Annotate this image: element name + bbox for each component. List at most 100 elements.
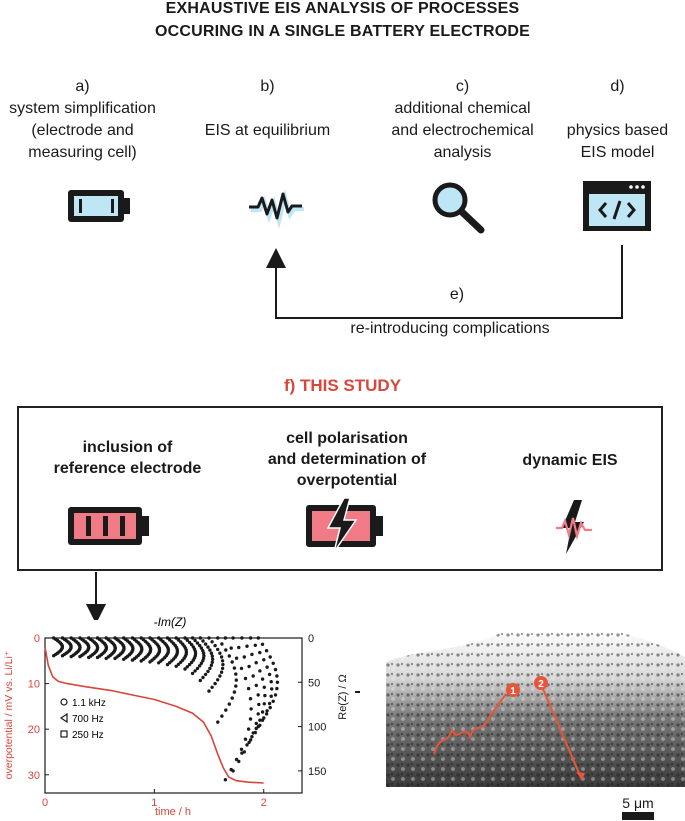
step-b-line-1: EIS at equilibrium <box>204 122 331 139</box>
sem-path-2 <box>539 681 583 781</box>
code-window-icon <box>583 181 651 231</box>
impedance-point <box>247 664 251 669</box>
impedance-point <box>246 727 251 731</box>
impedance-point <box>198 664 202 668</box>
impedance-point <box>256 724 260 729</box>
impedance-point <box>234 684 238 688</box>
impedance-point <box>246 686 251 691</box>
x-tick-label: 2 <box>261 797 267 809</box>
impedance-point <box>268 705 272 710</box>
impedance-point <box>271 699 275 703</box>
impedance-point <box>209 663 214 667</box>
impedance-point <box>223 636 228 640</box>
impedance-point <box>240 636 244 640</box>
impedance-point <box>273 693 278 697</box>
impedance-point <box>104 656 108 661</box>
impedance-point <box>269 694 273 698</box>
step-a-letter: a) <box>75 78 90 95</box>
step-a-line-1: system simplification <box>9 100 156 117</box>
impedance-point <box>275 680 280 684</box>
impedance-point <box>260 710 265 714</box>
step-c-line-3: analysis <box>433 144 492 161</box>
study-item-dynamic-line-1: dynamic EIS <box>522 452 618 469</box>
impedance-point <box>247 740 251 745</box>
impedance-point <box>122 657 126 661</box>
impedance-point <box>268 655 272 659</box>
impedance-point <box>262 685 266 689</box>
sem-path-2-head <box>576 772 585 780</box>
sem-image: 1 2 5 μm <box>386 630 685 820</box>
magnifier-icon <box>432 182 485 234</box>
study-heading: f) THIS STUDY <box>283 376 402 395</box>
impedance-point <box>239 747 244 751</box>
impedance-point <box>208 648 212 652</box>
impedance-point <box>219 655 224 659</box>
impedance-point <box>210 685 214 689</box>
impedance-point <box>242 655 246 659</box>
study-item-dynamic: dynamic EIS <box>500 450 640 471</box>
impedance-point <box>95 655 100 660</box>
impedance-point <box>193 638 197 643</box>
impedance-point <box>201 639 205 643</box>
impedance-point <box>216 720 220 724</box>
step-b: b) EIS at equilibrium <box>185 76 350 142</box>
impedance-point <box>189 660 194 665</box>
impedance-point <box>230 696 234 700</box>
impedance-point <box>257 702 261 707</box>
impedance-point <box>265 665 269 669</box>
impedance-point <box>174 664 178 668</box>
impedance-point <box>198 643 202 648</box>
plot-frame <box>44 637 303 794</box>
legend-label-3: 250 Hz <box>72 730 104 741</box>
impedance-point <box>234 678 238 682</box>
legend-triangle-marker <box>59 712 68 724</box>
impedance-point <box>187 640 192 645</box>
legend-label-1: 1.1 kHz <box>72 698 106 709</box>
impedance-point <box>275 674 279 678</box>
impedance-point <box>253 643 257 647</box>
impedance-point <box>275 686 279 691</box>
impedance-point <box>234 672 238 676</box>
impedance-point <box>256 636 260 640</box>
impedance-point <box>148 660 152 664</box>
study-item-reference-line-2: reference electrode <box>53 460 202 477</box>
sem-marker-2-label: 2 <box>538 679 544 690</box>
impedance-point <box>258 718 262 722</box>
impedance-point <box>254 683 258 688</box>
impedance-point <box>216 647 220 652</box>
feedback-letter: e) <box>449 286 465 303</box>
impedance-point <box>260 718 265 722</box>
step-c-letter: c) <box>455 78 470 95</box>
impedance-point <box>230 660 234 664</box>
impedance-point <box>253 730 257 735</box>
step-d-line-2: EIS model <box>580 144 655 161</box>
impedance-point <box>206 645 210 649</box>
impedance-point <box>232 666 237 670</box>
sem-marker-1-label: 1 <box>510 686 516 697</box>
impedance-point <box>190 636 195 640</box>
impedance-point <box>130 658 135 662</box>
impedance-point <box>218 674 222 678</box>
impedance-point <box>220 659 225 663</box>
sem-marker-1 <box>506 683 520 697</box>
impedance-point <box>210 657 215 661</box>
impedance-point <box>248 636 253 640</box>
impedance-point <box>87 655 91 660</box>
impedance-point <box>234 656 239 660</box>
study-box <box>17 406 663 571</box>
legend-label-2: 700 Hz <box>72 714 104 725</box>
step-c-line-1: additional chemical <box>394 100 531 117</box>
impedance-point <box>251 674 255 678</box>
impedance-point <box>201 656 206 660</box>
impedance-point <box>213 681 217 686</box>
impedance-point <box>245 644 249 648</box>
impedance-point <box>239 666 244 671</box>
top-graphics <box>68 181 651 319</box>
impedance-point <box>224 708 228 712</box>
y-right-axis-label: Re(Z) / Ω <box>337 674 349 720</box>
impedance-point <box>250 735 254 739</box>
study-item-polarisation-line-3: overpotential <box>296 472 398 489</box>
